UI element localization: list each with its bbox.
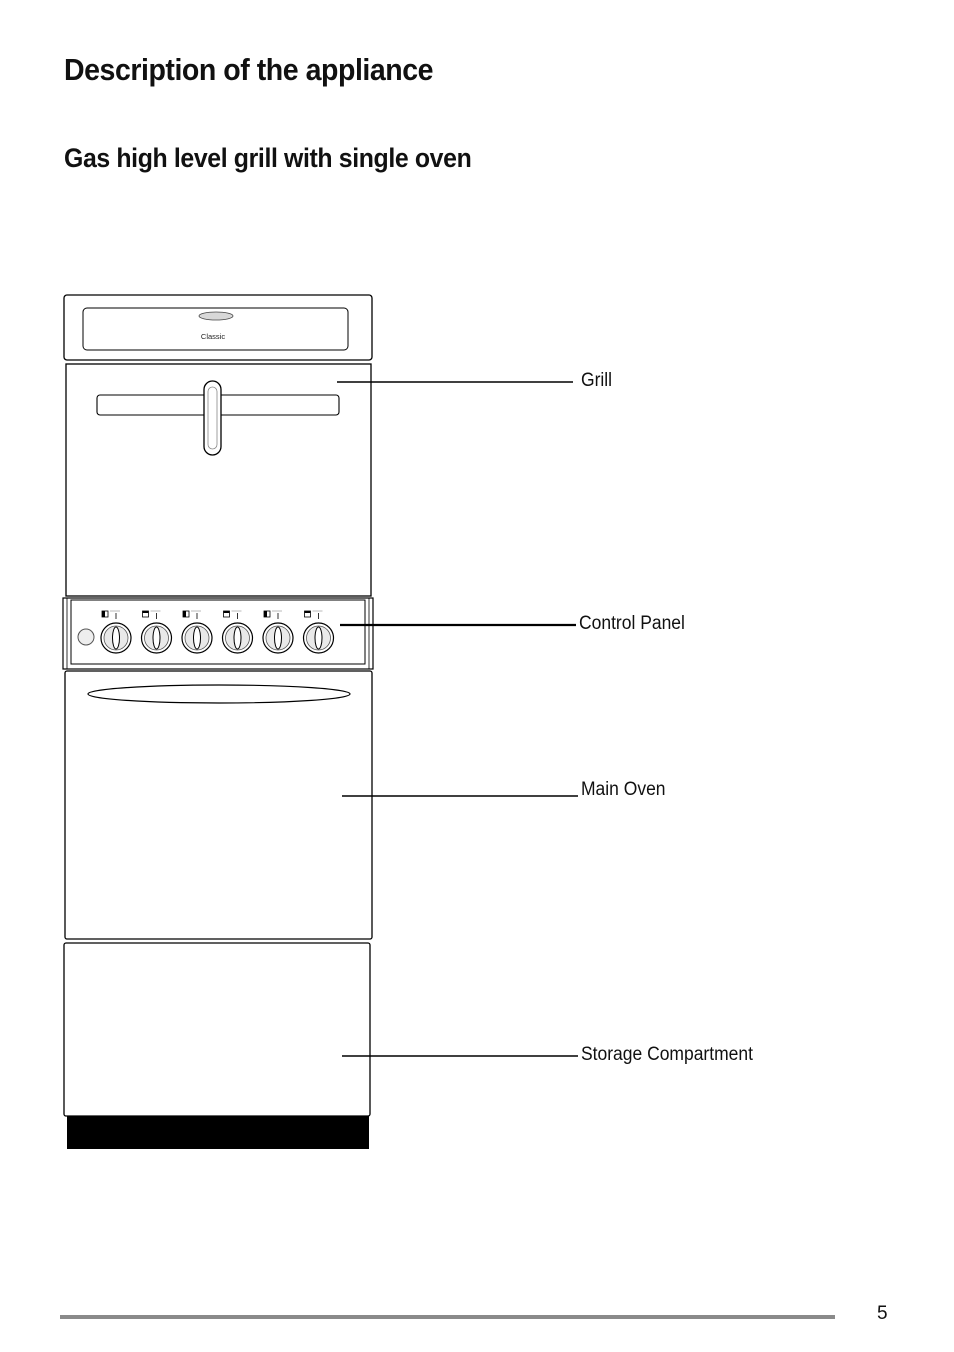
control-panel-label: Control Panel: [579, 613, 685, 634]
control-knob: [221, 610, 254, 654]
main-oven-door: [64, 670, 373, 940]
plinth: [67, 1116, 369, 1149]
page-title: Description of the appliance: [64, 52, 434, 87]
page-number: 5: [877, 1303, 888, 1324]
top-plate-panel: [82, 307, 349, 351]
brand-badge: [198, 311, 234, 321]
control-knob: [302, 610, 335, 654]
brand-plate-text: Classic: [201, 332, 225, 341]
control-knob: [262, 610, 294, 654]
section-heading: Gas high level grill with single oven: [64, 143, 472, 173]
footer-rule: [60, 1315, 835, 1319]
grill-label: Grill: [581, 370, 613, 391]
grill-pan-handle: [203, 380, 222, 456]
control-knob: [181, 610, 213, 654]
storage-compartment-label: Storage Compartment: [581, 1044, 753, 1065]
control-knobs: [100, 610, 335, 654]
grill-pan-handle-inner: [207, 386, 218, 450]
ignition-button: [77, 628, 95, 646]
main-oven-handle: [87, 684, 351, 704]
storage-compartment-door: [63, 942, 371, 1117]
main-oven-label: Main Oven: [581, 779, 666, 800]
control-knob: [140, 610, 173, 654]
control-knob: [100, 610, 132, 654]
